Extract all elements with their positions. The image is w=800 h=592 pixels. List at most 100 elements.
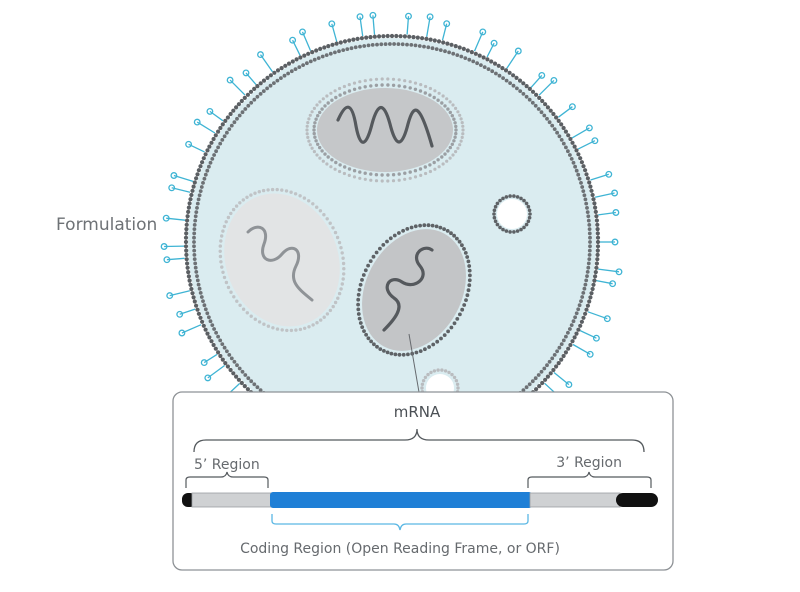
- lipid-dot: [358, 282, 363, 287]
- lipid-dot: [195, 278, 200, 283]
- three-prime-bracket: [527, 471, 652, 488]
- lipid-dot: [510, 73, 516, 78]
- lipid-dot: [333, 167, 337, 171]
- lipid-dot: [455, 53, 460, 57]
- lipid-dot: [586, 261, 591, 266]
- lipid-dot: [533, 103, 538, 108]
- lipid-dot: [463, 251, 468, 255]
- lipid-dot: [445, 41, 450, 46]
- lipid-dot: [356, 302, 360, 307]
- lipid-dot: [391, 77, 396, 81]
- lipid-dot: [428, 37, 433, 42]
- lipid-dot: [318, 209, 323, 213]
- lipid-dot: [207, 335, 212, 340]
- lipid-dot: [391, 179, 396, 183]
- lipid-dot: [398, 34, 403, 39]
- peg-ligand-icon: [506, 47, 522, 69]
- lipid-dot: [253, 191, 257, 195]
- lipid-dot: [418, 223, 422, 228]
- lipid-dot: [303, 326, 307, 330]
- lipid-dot: [192, 180, 197, 185]
- lipid-dot: [432, 95, 436, 100]
- lipid-dot: [314, 48, 319, 53]
- lipid-dot: [572, 144, 577, 149]
- lipid-dot: [237, 366, 242, 371]
- lipid-dot: [585, 176, 591, 181]
- lipid-dot: [216, 129, 221, 134]
- lipid-dot: [199, 295, 204, 299]
- lipid-dot: [341, 48, 346, 52]
- lipid-dot: [537, 384, 542, 389]
- lipid-dot: [585, 274, 589, 278]
- lipid-dot: [583, 311, 588, 316]
- lipid-dot: [339, 246, 343, 250]
- lipid-dot: [380, 83, 384, 87]
- lipid-dot: [587, 257, 592, 261]
- lipid-dot: [334, 41, 339, 46]
- lipid-dot: [193, 265, 198, 270]
- lipid-dot: [579, 181, 583, 185]
- lipid-dot: [436, 39, 442, 44]
- lipid-dot: [377, 34, 382, 39]
- lipid-dot: [310, 146, 314, 150]
- lipid-dot: [386, 179, 390, 183]
- lipid-dot: [222, 224, 227, 229]
- lipid-dot: [243, 373, 248, 377]
- lipid-dot: [216, 334, 221, 339]
- lipid-dot: [564, 145, 568, 150]
- lipid-dot: [570, 140, 575, 145]
- lipid-dot: [198, 315, 203, 320]
- lipid-dot: [407, 34, 412, 39]
- lipid-dot: [524, 201, 529, 206]
- lipid-dot: [279, 66, 284, 71]
- lipid-dot: [403, 177, 407, 181]
- lipid-dot: [234, 204, 239, 208]
- lipid-dot: [445, 229, 450, 233]
- lipid-dot: [214, 330, 219, 335]
- lipid-dot: [232, 295, 236, 299]
- lipid-dot: [467, 278, 472, 283]
- lipid-dot: [388, 236, 393, 241]
- lipid-dot: [573, 315, 577, 320]
- lipid-dot: [420, 36, 425, 41]
- lipid-dot: [592, 278, 597, 283]
- lipid-dot: [405, 42, 409, 47]
- lipid-dot: [551, 367, 556, 373]
- lipid-dot: [550, 123, 555, 128]
- lipid-dot: [298, 327, 303, 332]
- lipid-dot: [184, 248, 189, 253]
- lipid-dot: [225, 115, 230, 120]
- lipid-dot: [333, 50, 337, 55]
- lipid-dot: [449, 231, 453, 236]
- lipid-dot: [307, 199, 311, 203]
- lipid-dot: [347, 173, 351, 177]
- lipid-dot: [252, 382, 257, 387]
- lipid-dot: [554, 364, 559, 369]
- lipid-dot: [347, 167, 352, 171]
- lipid-dot: [452, 233, 456, 238]
- lipid-dot: [293, 192, 298, 196]
- lipid-dot: [561, 353, 566, 359]
- lipid-dot: [507, 70, 512, 75]
- lipid-dot: [227, 127, 232, 131]
- lipid-dot: [440, 155, 444, 159]
- lipid-dot: [218, 249, 222, 253]
- lipid-dot: [405, 227, 410, 231]
- lipid-dot: [366, 263, 370, 268]
- lipid-dot: [527, 382, 532, 387]
- lipid-dot: [595, 231, 600, 236]
- peg-ligand-icon: [600, 238, 619, 246]
- lipid-dot: [241, 198, 245, 202]
- lipid-dot: [201, 156, 206, 161]
- lipid-dot: [391, 173, 396, 177]
- lipid-dot: [359, 36, 364, 41]
- lipid-dot: [218, 141, 223, 146]
- lipid-dot: [239, 98, 244, 104]
- lipid-dot: [198, 189, 203, 194]
- lipid-dot: [220, 122, 225, 127]
- lipid-dot: [576, 327, 581, 332]
- peg-ligand-icon: [289, 36, 301, 56]
- lipid-dot: [219, 260, 223, 264]
- lipid-dot: [453, 44, 458, 49]
- lipid-dot: [578, 323, 583, 328]
